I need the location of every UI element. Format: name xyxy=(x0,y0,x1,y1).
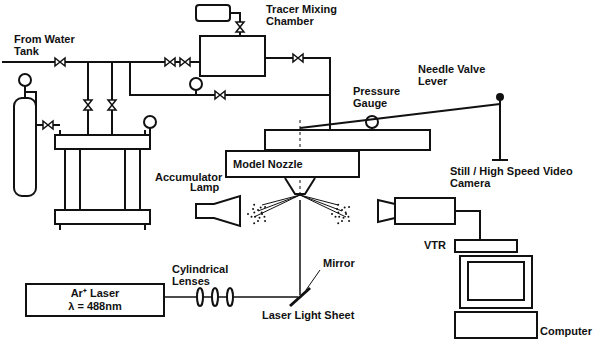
chamber-label: Tracer Mixing Chamber xyxy=(266,4,350,27)
gas-line xyxy=(25,86,60,125)
vtr-label: VTR xyxy=(424,240,454,252)
vtr xyxy=(455,240,517,252)
spray-droplet xyxy=(337,222,339,224)
camera-label: Still / High Speed Video Camera xyxy=(450,166,600,189)
spray-droplet xyxy=(348,220,350,222)
spray-droplet xyxy=(343,217,345,219)
valve xyxy=(236,22,244,32)
spray-droplet xyxy=(341,220,343,222)
tie-rod xyxy=(65,149,140,210)
valve xyxy=(84,100,92,110)
accumulator-flange xyxy=(55,135,150,149)
gas-cylinder xyxy=(14,98,36,196)
spray-plume xyxy=(300,195,342,211)
spray-droplet xyxy=(253,211,255,213)
gauge-label: Pressure Gauge xyxy=(353,86,399,109)
sheet-label: Laser Light Sheet xyxy=(262,310,362,322)
lever-rod xyxy=(492,97,508,160)
leader-line xyxy=(306,270,320,290)
bypass-pipe xyxy=(130,62,330,95)
spray-droplet xyxy=(257,220,259,222)
laser-light-sheet xyxy=(299,200,301,295)
nozzle-label: Model Nozzle xyxy=(233,158,352,171)
gauge-stem xyxy=(195,90,197,95)
pressure-gauge xyxy=(366,116,378,128)
spray-droplet xyxy=(251,216,253,218)
valve xyxy=(165,58,175,66)
spray-droplet xyxy=(261,211,263,213)
spray-droplet xyxy=(264,206,266,208)
spray-droplet xyxy=(264,220,266,222)
spray-droplet xyxy=(259,217,261,219)
accumulator-cylinder xyxy=(80,149,125,210)
gauge xyxy=(190,78,202,90)
lens-label: Cylindrical Lenses xyxy=(172,264,234,287)
monitor xyxy=(460,256,532,308)
camera-lens xyxy=(378,200,395,222)
needle-valve-lever xyxy=(300,104,500,128)
spray-plume xyxy=(258,195,300,211)
valve xyxy=(55,58,65,66)
spray-droplet xyxy=(335,216,337,218)
spray-droplet xyxy=(338,216,340,218)
monitor-screen xyxy=(468,262,524,300)
spray-plume xyxy=(262,195,300,205)
wavelength: λ = 488nm xyxy=(31,300,159,313)
spray-droplet xyxy=(337,211,339,213)
tracer-tank xyxy=(196,5,230,21)
spray-droplet xyxy=(253,204,255,206)
valve xyxy=(43,121,53,129)
mirror-label: Mirror xyxy=(323,258,367,270)
computer-base xyxy=(455,312,537,338)
spray-droplet xyxy=(257,209,259,211)
camera-cable xyxy=(455,211,480,240)
laser-name: Ar⁺ Laser xyxy=(31,287,159,300)
gauge xyxy=(144,116,156,128)
spray-droplet xyxy=(337,204,339,206)
accumulator-feed-pipe xyxy=(88,62,112,135)
spray-droplet xyxy=(344,207,346,209)
valve xyxy=(215,91,225,99)
inlet-label: From Water Tank xyxy=(14,34,76,57)
mirror xyxy=(290,288,310,306)
cylindrical-lens xyxy=(212,288,218,306)
cylindrical-lens xyxy=(227,288,233,306)
lever-label: Needle Valve Lever xyxy=(418,64,492,87)
lever-knob xyxy=(497,94,503,100)
nozzle-body xyxy=(265,130,430,150)
spray-droplet xyxy=(336,208,338,210)
spray-droplet xyxy=(345,211,347,213)
bolt xyxy=(60,130,145,230)
spray-droplet xyxy=(254,216,256,218)
spray-droplet xyxy=(247,213,249,215)
accumulator-flange xyxy=(55,210,150,224)
spray-droplet xyxy=(253,222,255,224)
spray-droplet xyxy=(263,216,265,218)
lamp-label: Lamp xyxy=(190,182,230,194)
valve xyxy=(293,54,303,62)
gauge-stem xyxy=(149,128,151,135)
spray-droplet xyxy=(260,207,262,209)
spray-droplet xyxy=(347,216,349,218)
camera xyxy=(395,198,455,224)
lamp xyxy=(196,196,240,226)
valve xyxy=(180,58,190,66)
valve xyxy=(108,100,116,110)
spray-droplet xyxy=(348,206,350,208)
spray-plume xyxy=(300,195,346,217)
spray-droplet xyxy=(252,208,254,210)
cylindrical-lens xyxy=(197,288,203,306)
spray-plume xyxy=(254,195,300,217)
spray-droplet xyxy=(341,209,343,211)
laser-box: Ar⁺ Laserλ = 488nm xyxy=(25,283,165,317)
spray-droplet xyxy=(331,213,333,215)
spray-plume xyxy=(300,195,338,205)
gauge xyxy=(19,74,31,86)
model-nozzle: Model Nozzle xyxy=(225,150,360,178)
gauge-stem xyxy=(371,128,373,130)
computer-label: Computer xyxy=(540,326,600,338)
tracer-mixing-chamber xyxy=(200,36,265,76)
